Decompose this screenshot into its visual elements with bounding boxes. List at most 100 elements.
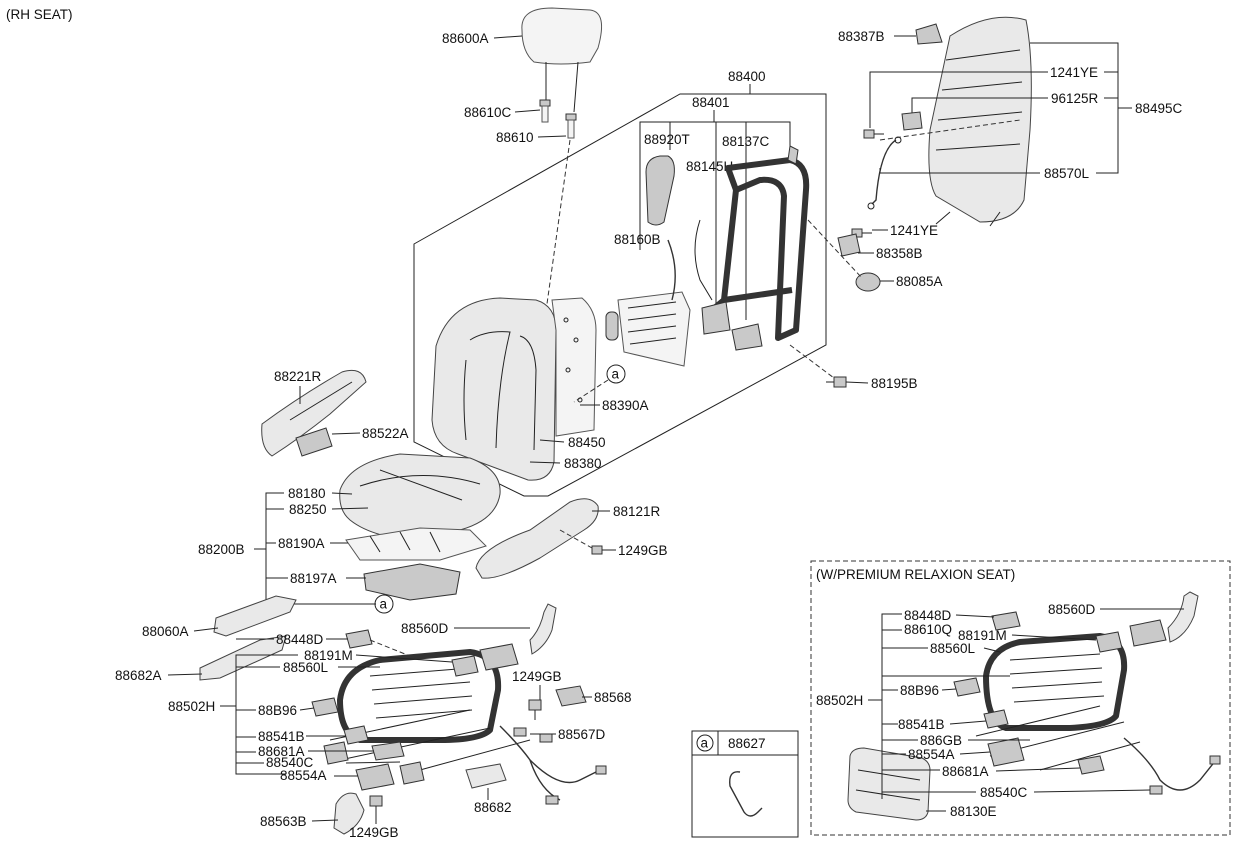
sensor-96125R	[901, 111, 923, 131]
cover-88085A	[855, 272, 881, 292]
headrest-guide-88610	[565, 113, 577, 139]
label-88060A: 88060A	[142, 624, 189, 639]
premium-module-88B96	[953, 677, 981, 697]
clip-legend-box: a 88627	[691, 730, 799, 838]
seat-side-label: (RH SEAT)	[6, 7, 73, 22]
trim-88682	[465, 763, 507, 789]
control-unit-88554A	[355, 763, 395, 791]
premium-harness-88540C	[1123, 737, 1221, 795]
label-1249GB-lower: 1249GB	[349, 825, 399, 840]
label-88560D: 88560D	[401, 621, 449, 636]
label-88200B: 88200B	[198, 542, 245, 557]
harness-88567D	[499, 725, 607, 805]
premium-label-88448D: 88448D	[904, 608, 952, 623]
label-88B96: 88B96	[258, 703, 297, 718]
label-88540C: 88540C	[266, 755, 314, 770]
svg-text:a: a	[612, 367, 620, 382]
premium-seat-title: (W/PREMIUM RELAXION SEAT)	[816, 567, 1015, 582]
label-88522A: 88522A	[362, 426, 409, 441]
premium-label-88554A: 88554A	[908, 747, 955, 762]
label-88600A: 88600A	[442, 31, 489, 46]
premium-label-88502H: 88502H	[816, 693, 863, 708]
premium-bracket	[881, 613, 902, 799]
premium-label-88130E: 88130E	[950, 804, 997, 819]
label-88682: 88682	[474, 800, 512, 815]
label-1249GB-center: 1249GB	[512, 669, 562, 684]
premium-control-unit-88554A	[987, 737, 1025, 767]
label-1249GB-trim: 1249GB	[618, 543, 668, 558]
label-88610C: 88610C	[464, 105, 512, 120]
label-88502H: 88502H	[168, 699, 215, 714]
premium-label-88540C: 88540C	[980, 785, 1028, 800]
label-88541B: 88541B	[258, 729, 305, 744]
module-88B96	[311, 697, 339, 717]
legend-letter: a	[701, 736, 709, 751]
lumbar-assembly-88160B	[605, 239, 691, 367]
label-88221R: 88221R	[274, 369, 322, 384]
bolt-1249GB-lower	[369, 795, 383, 816]
label-88400: 88400	[728, 69, 766, 84]
seat-back-assembly-box	[413, 93, 827, 497]
label-88137C: 88137C	[722, 134, 770, 149]
trim-88560D	[529, 603, 557, 655]
premium-actuator-88681A	[1077, 755, 1105, 775]
label-88190A: 88190A	[278, 536, 325, 551]
label-88197A: 88197A	[290, 571, 337, 586]
premium-label-88681A: 88681A	[942, 764, 989, 779]
premium-label-88610Q: 88610Q	[904, 622, 952, 637]
premium-label-88560L: 88560L	[930, 641, 976, 656]
side-airbag-88920T	[645, 155, 675, 226]
motor-88191M	[451, 643, 519, 677]
label-88495C: 88495C	[1135, 101, 1183, 116]
label-88570L: 88570L	[1044, 166, 1090, 181]
label-1241YE-upper: 1241YE	[1050, 65, 1098, 80]
side-trim-88121R	[475, 498, 599, 579]
switch-88448D	[345, 629, 373, 649]
premium-legrest-88130E	[847, 747, 931, 821]
bracket-88568	[555, 685, 587, 707]
label-88180: 88180	[288, 486, 326, 501]
seat-back-cushion	[431, 297, 557, 481]
switch-88522A	[295, 427, 333, 457]
premium-label-88191M: 88191M	[958, 628, 1007, 643]
clip-88627	[729, 771, 763, 817]
frame-bracket-88145H	[701, 301, 731, 335]
ref-marker-a-upper: a	[606, 364, 626, 384]
mat-88197A	[363, 563, 461, 601]
label-88390A: 88390A	[602, 398, 649, 413]
label-88085A: 88085A	[896, 274, 943, 289]
pad-88190A	[345, 527, 487, 561]
label-88567D: 88567D	[558, 727, 606, 742]
trim-clip-88387B	[915, 23, 943, 45]
label-88610: 88610	[496, 130, 534, 145]
label-88121R: 88121R	[613, 504, 661, 519]
premium-label-88560D: 88560D	[1048, 602, 1096, 617]
headrest-88600A	[521, 7, 603, 113]
premium-label-88541B: 88541B	[898, 717, 945, 732]
actuator-88681A	[371, 741, 405, 761]
label-88554A: 88554A	[280, 768, 327, 783]
bracket-88358B	[837, 233, 861, 257]
label-96125R: 96125R	[1051, 91, 1099, 106]
bolt-1241YE-upper	[863, 129, 884, 139]
premium-label-88B96: 88B96	[900, 683, 939, 698]
seat-back-panel-88390A	[551, 297, 597, 437]
label-88448D: 88448D	[276, 632, 324, 647]
bolt-88195B	[826, 376, 847, 388]
label-88401: 88401	[692, 95, 730, 110]
label-88250: 88250	[289, 502, 327, 517]
label-88682A: 88682A	[115, 668, 162, 683]
label-88191M: 88191M	[304, 648, 353, 663]
ref-marker-a-lower: a	[374, 594, 394, 614]
legend-part-number: 88627	[728, 736, 766, 751]
label-88387B: 88387B	[838, 29, 885, 44]
harness-88570L	[871, 139, 897, 205]
premium-seat-box	[810, 560, 1231, 836]
label-88145H: 88145H	[686, 159, 733, 174]
label-88568: 88568	[594, 690, 632, 705]
headrest-guide-88610C	[539, 99, 551, 123]
label-88195B: 88195B	[871, 376, 918, 391]
premium-label-886GB: 886GB	[920, 733, 962, 748]
